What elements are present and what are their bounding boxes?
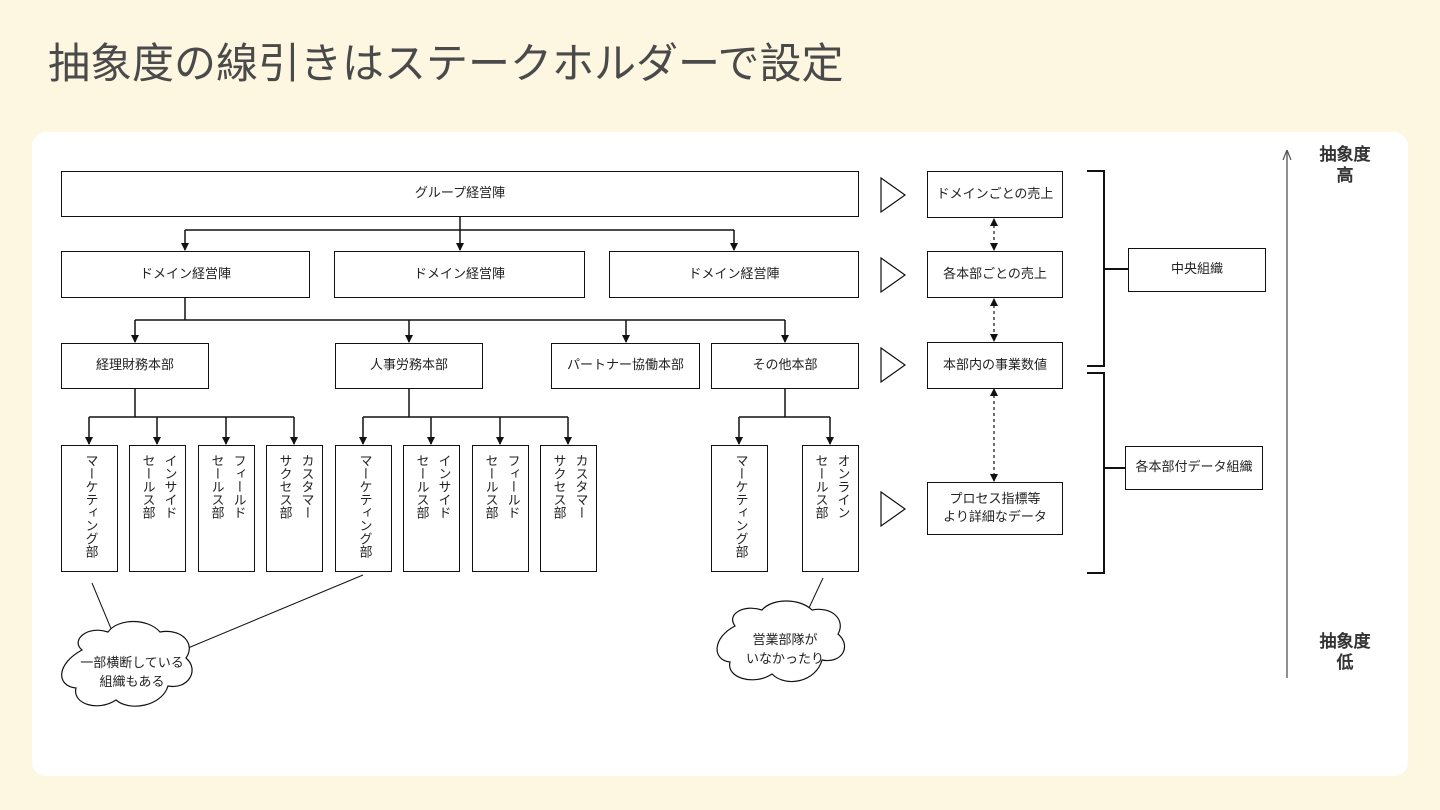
dept-label: マーケティング部 (732, 454, 748, 558)
triangle-arrow-icon (880, 490, 907, 528)
axis-line: 低 (1336, 653, 1354, 674)
dept-field-sales: フィールドセールス部 (198, 445, 255, 572)
division-accounting: 経理財務本部 (61, 343, 209, 389)
division-hr: 人事労務本部 (335, 343, 483, 389)
cloud-line: 一部横断している (80, 656, 184, 671)
org-central: 中央組織 (1128, 248, 1266, 292)
metric-division-kpi: 本部内の事業数値 (927, 342, 1063, 389)
dept-label: フィールド (230, 454, 246, 519)
cloud-shape (61, 621, 193, 707)
domain-board-1: ドメイン経営陣 (61, 251, 310, 298)
page-title: 抽象度の線引きはステークホルダーで設定 (48, 39, 844, 88)
dept-label: セールス部 (482, 454, 498, 519)
org-data: 各本部付データ組織 (1125, 446, 1263, 490)
dept-online-sales: オンラインセールス部 (802, 445, 859, 572)
metric-line: プロセス指標等 (949, 491, 1041, 507)
dept-label: マーケティング部 (82, 454, 98, 558)
dept-label: マーケティング部 (356, 454, 372, 558)
triangle-arrow-icon (880, 346, 907, 384)
cloud-line: いなかったり (745, 651, 824, 667)
dept-label: カスタマー (572, 454, 588, 519)
triangle-arrow-icon (880, 176, 907, 214)
dept-label: オンライン (834, 454, 850, 519)
cloud-pointer (91, 582, 113, 632)
domain-board-3: ドメイン経営陣 (609, 251, 859, 298)
cloud-line: 営業部隊が (752, 633, 818, 648)
dept-label: インサイド (435, 454, 451, 519)
dept-label: セールス部 (208, 454, 224, 519)
bracket-central (1087, 170, 1105, 367)
dept-marketing: マーケティング部 (61, 445, 118, 572)
cloud-note-left: 一部横断している 組織もある (64, 655, 200, 693)
dept-customer-success: カスタマーサクセス部 (266, 445, 323, 572)
dept-label: カスタマー (298, 454, 314, 519)
metric-division-sales: 各本部ごとの売上 (927, 251, 1063, 298)
dept-inside-sales: インサイドセールス部 (403, 445, 460, 572)
dept-label: セールス部 (139, 454, 155, 519)
dept-label: フィールド (504, 454, 520, 519)
metric-detailed-data: プロセス指標等 より詳細なデータ (927, 482, 1063, 535)
dept-label: インサイド (161, 454, 177, 519)
dept-label: セールス部 (413, 454, 429, 519)
dept-marketing: マーケティング部 (335, 445, 392, 572)
dept-marketing: マーケティング部 (711, 445, 768, 572)
dept-inside-sales: インサイドセールス部 (129, 445, 186, 572)
dept-customer-success: カスタマーサクセス部 (540, 445, 597, 572)
axis-line: 抽象度 (1319, 632, 1371, 652)
bracket-data-org (1087, 372, 1105, 574)
group-board: グループ経営陣 (61, 171, 859, 217)
cloud-note-right: 営業部隊が いなかったり (720, 632, 850, 670)
cloud-line: 組織もある (99, 674, 165, 690)
metric-line: より詳細なデータ (943, 509, 1047, 525)
dept-label: セールス部 (812, 454, 828, 519)
division-other: その他本部 (711, 343, 859, 389)
axis-line: 高 (1336, 166, 1354, 187)
dept-label: サクセス部 (550, 454, 566, 519)
cloud-shape (716, 600, 845, 683)
axis-label-high: 抽象度 高 (1308, 145, 1382, 188)
triangle-arrow-icon (880, 256, 907, 294)
domain-board-2: ドメイン経営陣 (334, 251, 585, 298)
metric-domain-sales: ドメインごとの売上 (927, 171, 1063, 218)
cloud-pointer (187, 574, 364, 649)
division-partner: パートナー協働本部 (551, 343, 700, 389)
axis-label-low: 抽象度 低 (1308, 632, 1382, 675)
dept-field-sales: フィールドセールス部 (472, 445, 529, 572)
axis-line: 抽象度 (1319, 145, 1371, 165)
cloud-pointer (807, 577, 824, 611)
dept-label: サクセス部 (276, 454, 292, 519)
